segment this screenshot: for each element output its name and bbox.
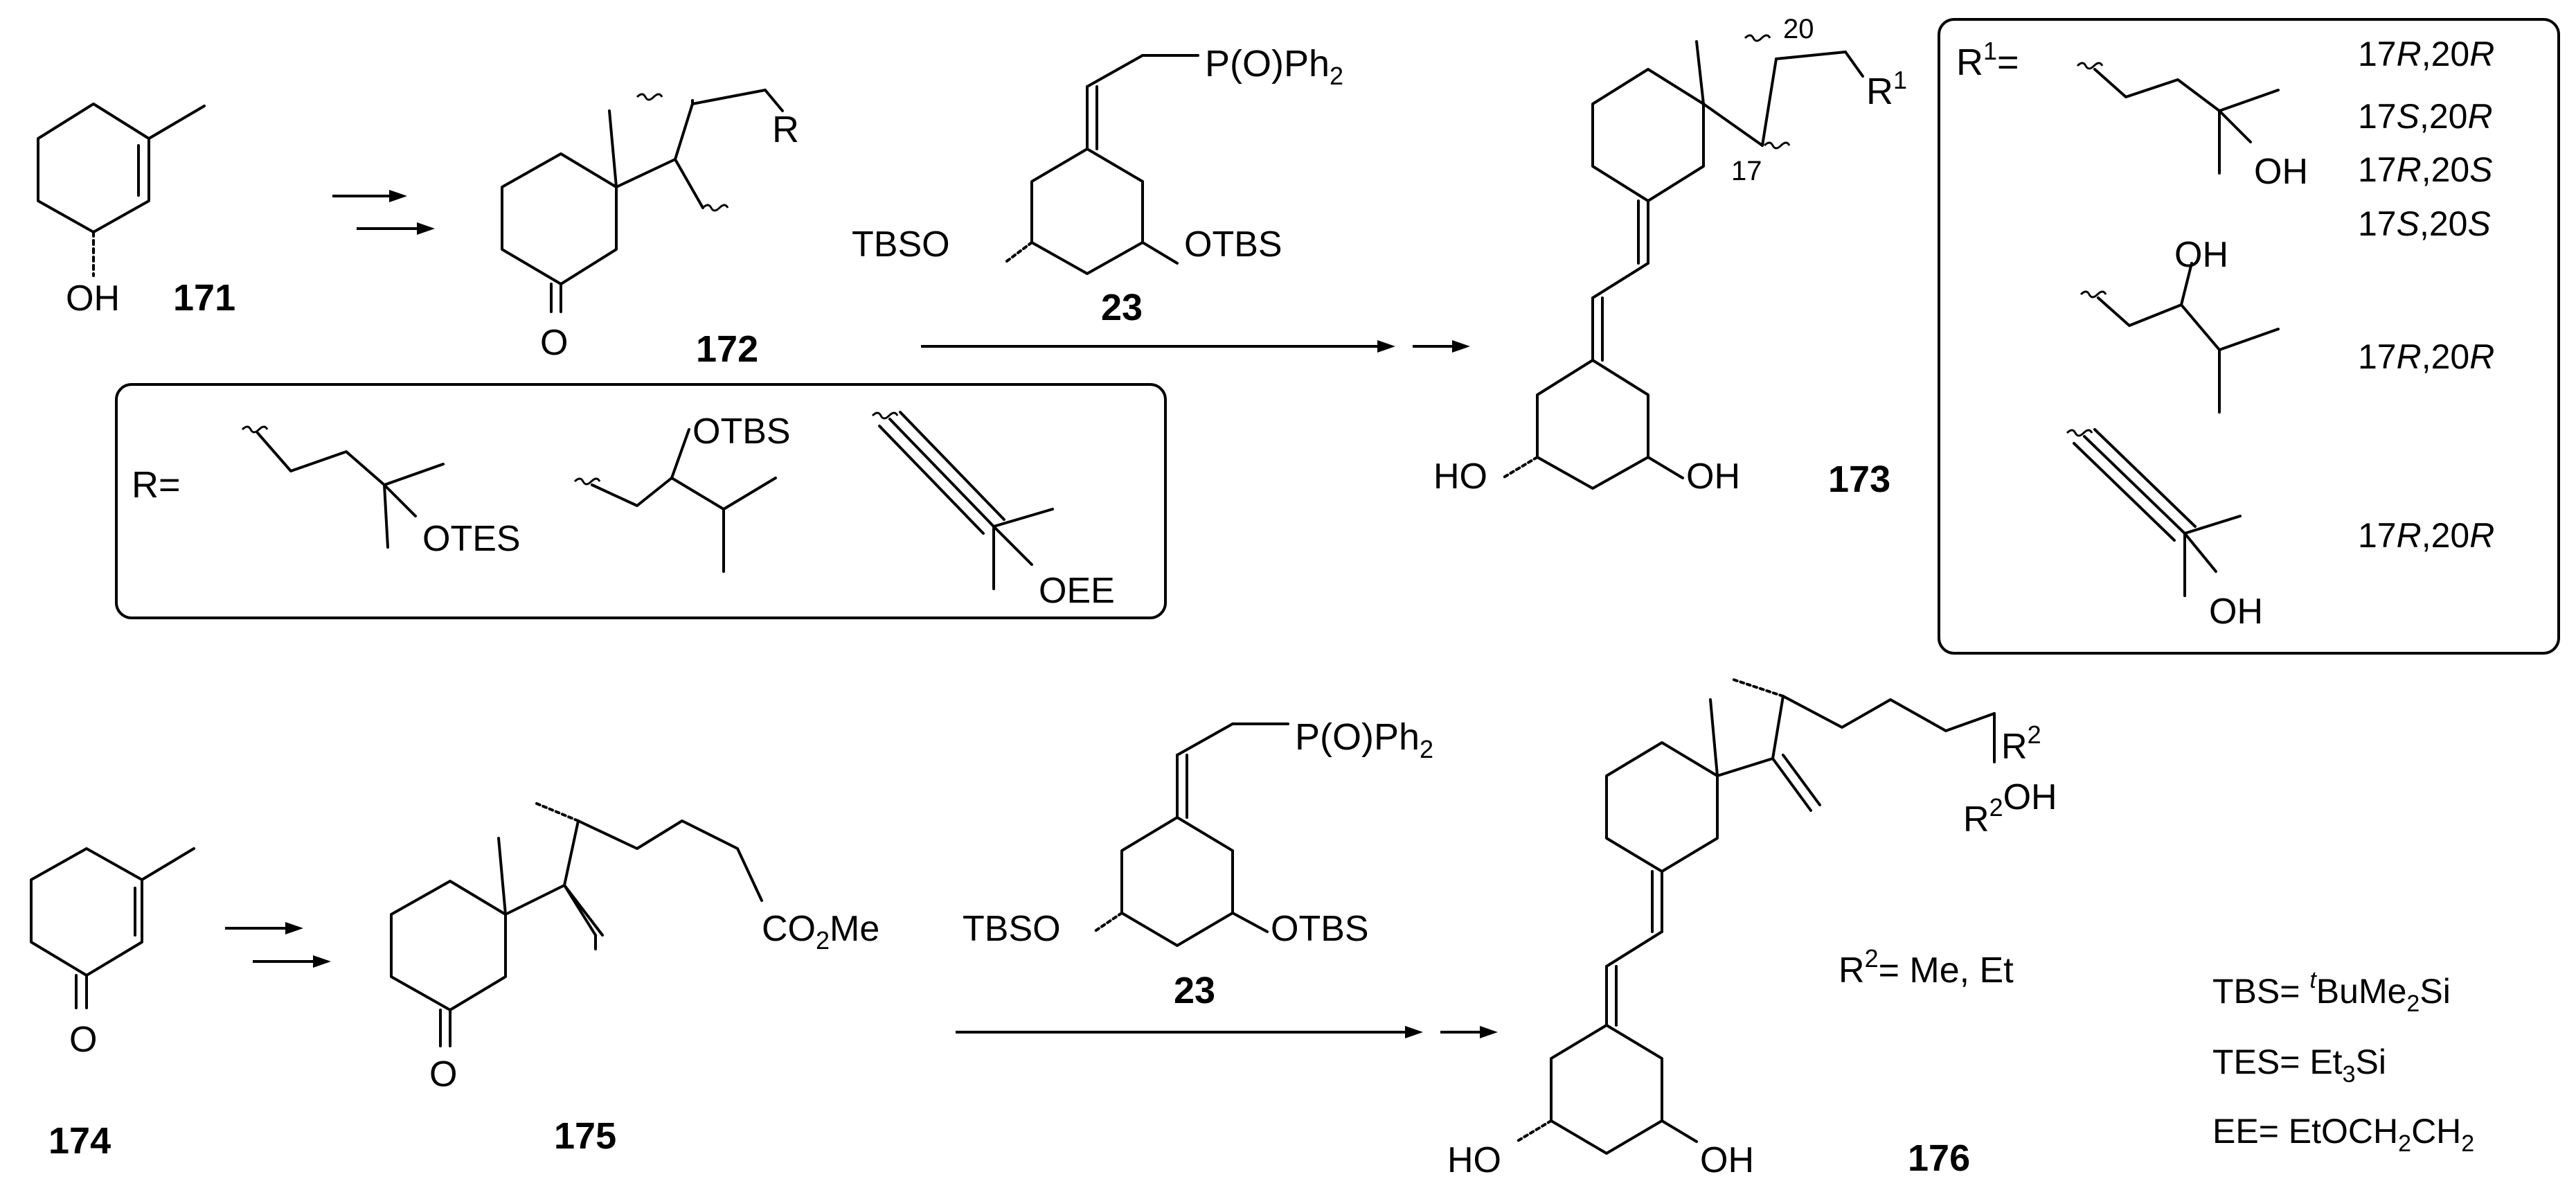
compound-label-23-top: 23 — [1101, 287, 1143, 328]
label-r-equals: R= — [132, 464, 181, 506]
compound-label-176: 176 — [1908, 1137, 1970, 1179]
label-oh-r1b: OH — [2174, 235, 2228, 275]
label-oh-r1a: OH — [2254, 152, 2308, 192]
label-r1-173: R1 — [1866, 66, 1907, 112]
label-oh-171: OH — [66, 278, 120, 319]
compound-label-171: 171 — [173, 277, 235, 319]
label-tbso-bottom: TBSO — [963, 909, 1061, 949]
compound-label-23-bottom: 23 — [1174, 970, 1215, 1011]
label-otes: OTES — [422, 519, 521, 559]
label-otbs-bottom: OTBS — [1271, 909, 1369, 949]
reagent-23-bottom: P(O)Ph2 TBSO OTBS 23 — [963, 716, 1433, 1011]
label-tbso-top: TBSO — [852, 224, 950, 265]
stereo-label-4: 17S,20S — [2358, 204, 2491, 243]
label-r-172: R — [772, 109, 799, 150]
abbreviation-legend: TBS= tBuMe2Si TES= Et3Si EE= EtOCH2CH2 — [2212, 967, 2474, 1157]
arrow-171-172 — [332, 190, 435, 235]
compound-label-172: 172 — [696, 328, 758, 370]
arrow-172-173 — [921, 340, 1470, 353]
label-o-174: O — [69, 1020, 97, 1060]
label-17: 17 — [1731, 156, 1762, 186]
r-substituent-box: R= OTES OTBS OEE — [115, 383, 1167, 619]
stereo-label-1: 17R,20R — [2358, 35, 2494, 73]
stereo-label-5: 17R,20R — [2358, 337, 2494, 376]
r1-substituent-box: R1= OH OH OH 17R,20R 17S,20R 17R,20S 17S… — [1938, 18, 2560, 655]
label-otbs-box: OTBS — [692, 411, 791, 452]
label-oh-176: OH — [1700, 1140, 1754, 1180]
structure-173: 20 17 R1 HO OH 173 — [1433, 14, 1907, 500]
stereo-label-2: 17S,20R — [2358, 97, 2493, 136]
label-otbs-top: OTBS — [1184, 224, 1282, 265]
label-r2-equals: R2= Me, Et — [1839, 944, 2014, 991]
structure-176: R2 R2OH HO OH 176 R2= Me, Et — [1447, 677, 2057, 1180]
label-r2-top: R2 — [2001, 720, 2041, 767]
label-p-o-ph2-top: P(O)Ph2 — [1205, 43, 1343, 90]
abbrev-tes: TES= Et3Si — [2212, 1043, 2386, 1088]
abbrev-tbs: TBS= tBuMe2Si — [2212, 967, 2451, 1017]
compound-label-173: 173 — [1828, 459, 1890, 500]
label-co2me: CO2Me — [762, 909, 879, 955]
reagent-23-top: P(O)Ph2 TBSO OTBS 23 — [852, 43, 1343, 328]
stereo-label-3: 17R,20S — [2358, 150, 2493, 189]
stereo-label-6: 17R,20R — [2358, 516, 2494, 555]
label-o-172: O — [540, 323, 568, 363]
compound-label-174: 174 — [48, 1120, 111, 1162]
label-o-175: O — [429, 1054, 457, 1094]
label-oee: OEE — [1039, 571, 1115, 611]
label-20: 20 — [1783, 14, 1814, 44]
compound-label-175: 175 — [554, 1115, 616, 1157]
arrow-174-175 — [225, 922, 331, 968]
structure-175: O CO2Me 175 — [390, 802, 879, 1157]
label-p-o-ph2-bottom: P(O)Ph2 — [1295, 716, 1433, 763]
label-ho-176: HO — [1447, 1140, 1501, 1180]
structure-172: O R 172 — [501, 89, 799, 370]
label-oh-r1c: OH — [2209, 592, 2263, 632]
arrow-175-176 — [956, 1026, 1498, 1038]
label-r2-oh: R2OH — [1963, 777, 2057, 840]
abbrev-ee: EE= EtOCH2CH2 — [2212, 1112, 2474, 1157]
label-ho-173: HO — [1433, 456, 1487, 497]
structure-174: O 174 — [30, 847, 195, 1162]
structure-171: OH 171 — [37, 103, 235, 319]
label-r1-equals: R1= — [1956, 37, 2019, 83]
label-oh-173: OH — [1686, 456, 1740, 497]
